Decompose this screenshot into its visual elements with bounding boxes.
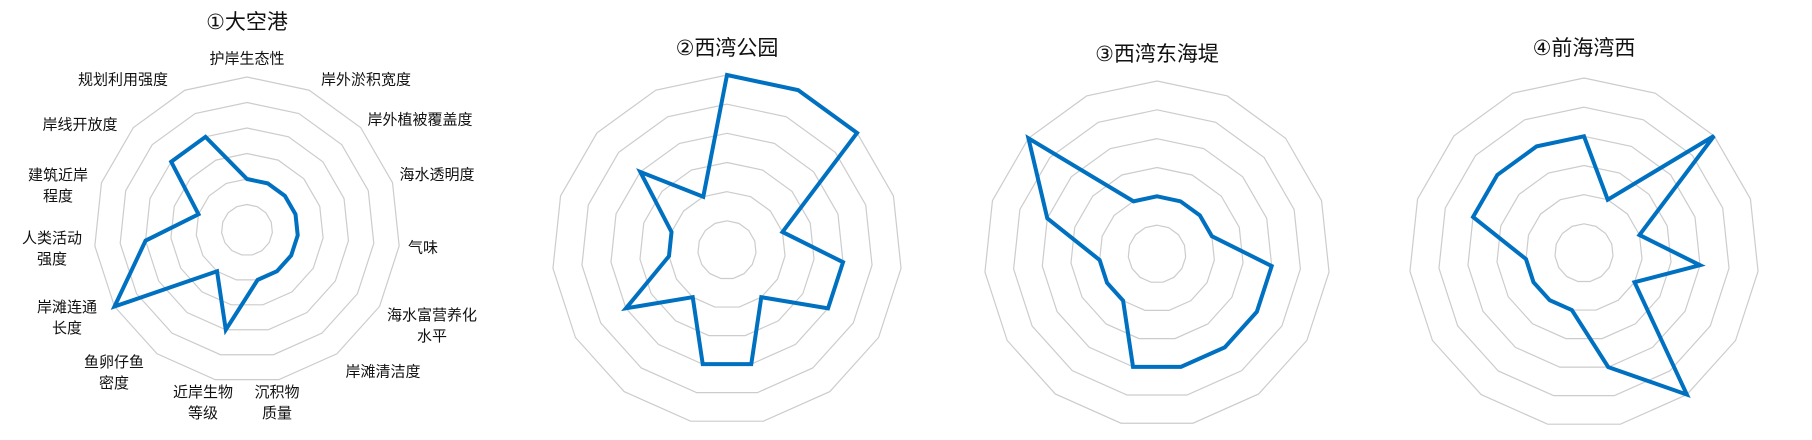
axis-label-eutrophication: 海水富营养化水平 bbox=[386, 306, 478, 345]
series-line bbox=[110, 134, 300, 336]
axis-label-planning-intensity: 规划利用强度 bbox=[77, 70, 169, 89]
axis-label-siltation-width: 岸外淤积宽度 bbox=[320, 70, 412, 89]
grid-ring-1 bbox=[221, 203, 273, 256]
grid-ring-6 bbox=[94, 76, 400, 381]
grid-ring-3 bbox=[1070, 166, 1244, 340]
axis-label-beach-connectivity: 岸滩连通长度 bbox=[36, 298, 98, 337]
grid-ring-3 bbox=[639, 161, 815, 337]
grid-ring-1 bbox=[1554, 223, 1614, 283]
grid-ring-2 bbox=[1525, 194, 1643, 311]
chart-3-title: ③西湾东海堤 bbox=[1095, 42, 1219, 66]
chart-2-title: ②西湾公园 bbox=[675, 36, 779, 60]
grid-ring-5 bbox=[1438, 106, 1730, 397]
grid-ring-6 bbox=[984, 80, 1330, 424]
axis-label-nearshore-biology: 近岸生物等级 bbox=[172, 383, 234, 422]
radar-chart-2 bbox=[552, 72, 902, 422]
axis-label-water-clarity: 海水透明度 bbox=[399, 165, 475, 184]
radar-chart-1 bbox=[94, 76, 400, 381]
series-line bbox=[1025, 134, 1275, 369]
axis-label-beach-cleanliness: 岸滩清洁度 bbox=[345, 362, 421, 381]
axis-label-human-activity: 人类活动强度 bbox=[21, 229, 83, 268]
series-line bbox=[1470, 134, 1716, 399]
grid-ring-5 bbox=[119, 101, 375, 356]
grid-ring-6 bbox=[1409, 77, 1759, 425]
radar-chart-3 bbox=[984, 80, 1330, 424]
axis-label-building-proximity: 建筑近岸程度 bbox=[27, 166, 89, 205]
grid-ring-3 bbox=[1496, 164, 1672, 340]
grid-ring-4 bbox=[610, 132, 844, 365]
radar-chart-4 bbox=[1409, 77, 1759, 425]
grid-ring-3 bbox=[170, 152, 324, 306]
grid-ring-5 bbox=[581, 103, 873, 394]
axis-label-shore-ecology: 护岸生态性 bbox=[209, 49, 285, 68]
grid-ring-4 bbox=[144, 127, 350, 331]
chart-4-title: ④前海湾西 bbox=[1532, 36, 1636, 60]
grid-ring-1 bbox=[1127, 224, 1187, 283]
series-line bbox=[621, 72, 860, 367]
chart-1-title: ①大空港 bbox=[206, 10, 288, 34]
axis-label-fish-egg-density: 鱼卵仔鱼密度 bbox=[83, 353, 145, 392]
axis-label-shoreline-openness: 岸线开放度 bbox=[42, 115, 118, 134]
axis-label-vegetation-cover: 岸外植被覆盖度 bbox=[367, 110, 473, 129]
grid-ring-6 bbox=[552, 74, 902, 422]
grid-ring-2 bbox=[668, 191, 786, 308]
grid-ring-1 bbox=[697, 220, 757, 280]
axis-label-odor: 气味 bbox=[407, 238, 439, 257]
axis-label-sediment-quality: 沉积物质量 bbox=[254, 383, 300, 422]
grid-ring-5 bbox=[1013, 109, 1301, 396]
